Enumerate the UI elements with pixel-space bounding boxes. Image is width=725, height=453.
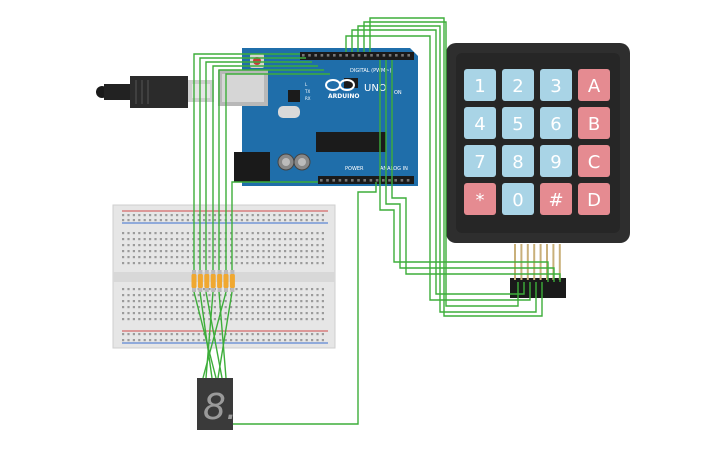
usb-cable[interactable] xyxy=(96,76,214,108)
keypad-key-1[interactable]: 1 xyxy=(464,69,496,101)
resistor[interactable] xyxy=(210,274,216,288)
resistor[interactable] xyxy=(191,274,197,288)
on-label: ON xyxy=(394,90,402,96)
digital-header[interactable] xyxy=(300,52,414,60)
seven-segment-display[interactable]: 8. xyxy=(197,378,237,430)
keypad-key-hash[interactable]: # xyxy=(540,183,572,215)
keypad-key-star[interactable]: * xyxy=(464,183,496,215)
digital-label: DIGITAL (PWM~) xyxy=(350,68,392,74)
tx-label: TX xyxy=(304,89,310,94)
arduino-uno-board[interactable]: DIGITAL (PWM~) ANALOG IN POWER ON TX RX … xyxy=(218,48,418,186)
resistor[interactable] xyxy=(217,274,223,288)
keypad-key-5[interactable]: 5 xyxy=(502,107,534,139)
power-label: POWER xyxy=(345,166,364,172)
keypad-key-b[interactable]: B xyxy=(578,107,610,139)
keypad-key-a[interactable]: A xyxy=(578,69,610,101)
arduino-logo-text: ARDUINO xyxy=(328,93,359,100)
keypad-key-4[interactable]: 4 xyxy=(464,107,496,139)
analog-label: ANALOG IN xyxy=(380,166,408,172)
keypad-key-d[interactable]: D xyxy=(578,183,610,215)
resistor[interactable] xyxy=(229,274,235,288)
keypad-key-2[interactable]: 2 xyxy=(502,69,534,101)
resistor[interactable] xyxy=(197,274,203,288)
keypad-key-6[interactable]: 6 xyxy=(540,107,572,139)
l-label: L xyxy=(305,82,308,87)
atmega-chip xyxy=(316,132,386,152)
resistor-array[interactable] xyxy=(191,270,235,292)
keypad-key-3[interactable]: 3 xyxy=(540,69,572,101)
resistor[interactable] xyxy=(204,274,210,288)
rx-label: RX xyxy=(305,96,311,101)
keypad-key-0[interactable]: 0 xyxy=(502,183,534,215)
resistor[interactable] xyxy=(223,274,229,288)
keypad-key-9[interactable]: 9 xyxy=(540,145,572,177)
keypad-key-8[interactable]: 8 xyxy=(502,145,534,177)
uno-model-label: UNO xyxy=(364,83,387,94)
keypad-key-7[interactable]: 7 xyxy=(464,145,496,177)
display-digit: 8. xyxy=(203,387,237,428)
wires[interactable] xyxy=(193,17,561,425)
arduino-infinity-logo xyxy=(325,79,355,91)
keypad-key-c[interactable]: C xyxy=(578,145,610,177)
breadboard-holes xyxy=(122,214,324,342)
